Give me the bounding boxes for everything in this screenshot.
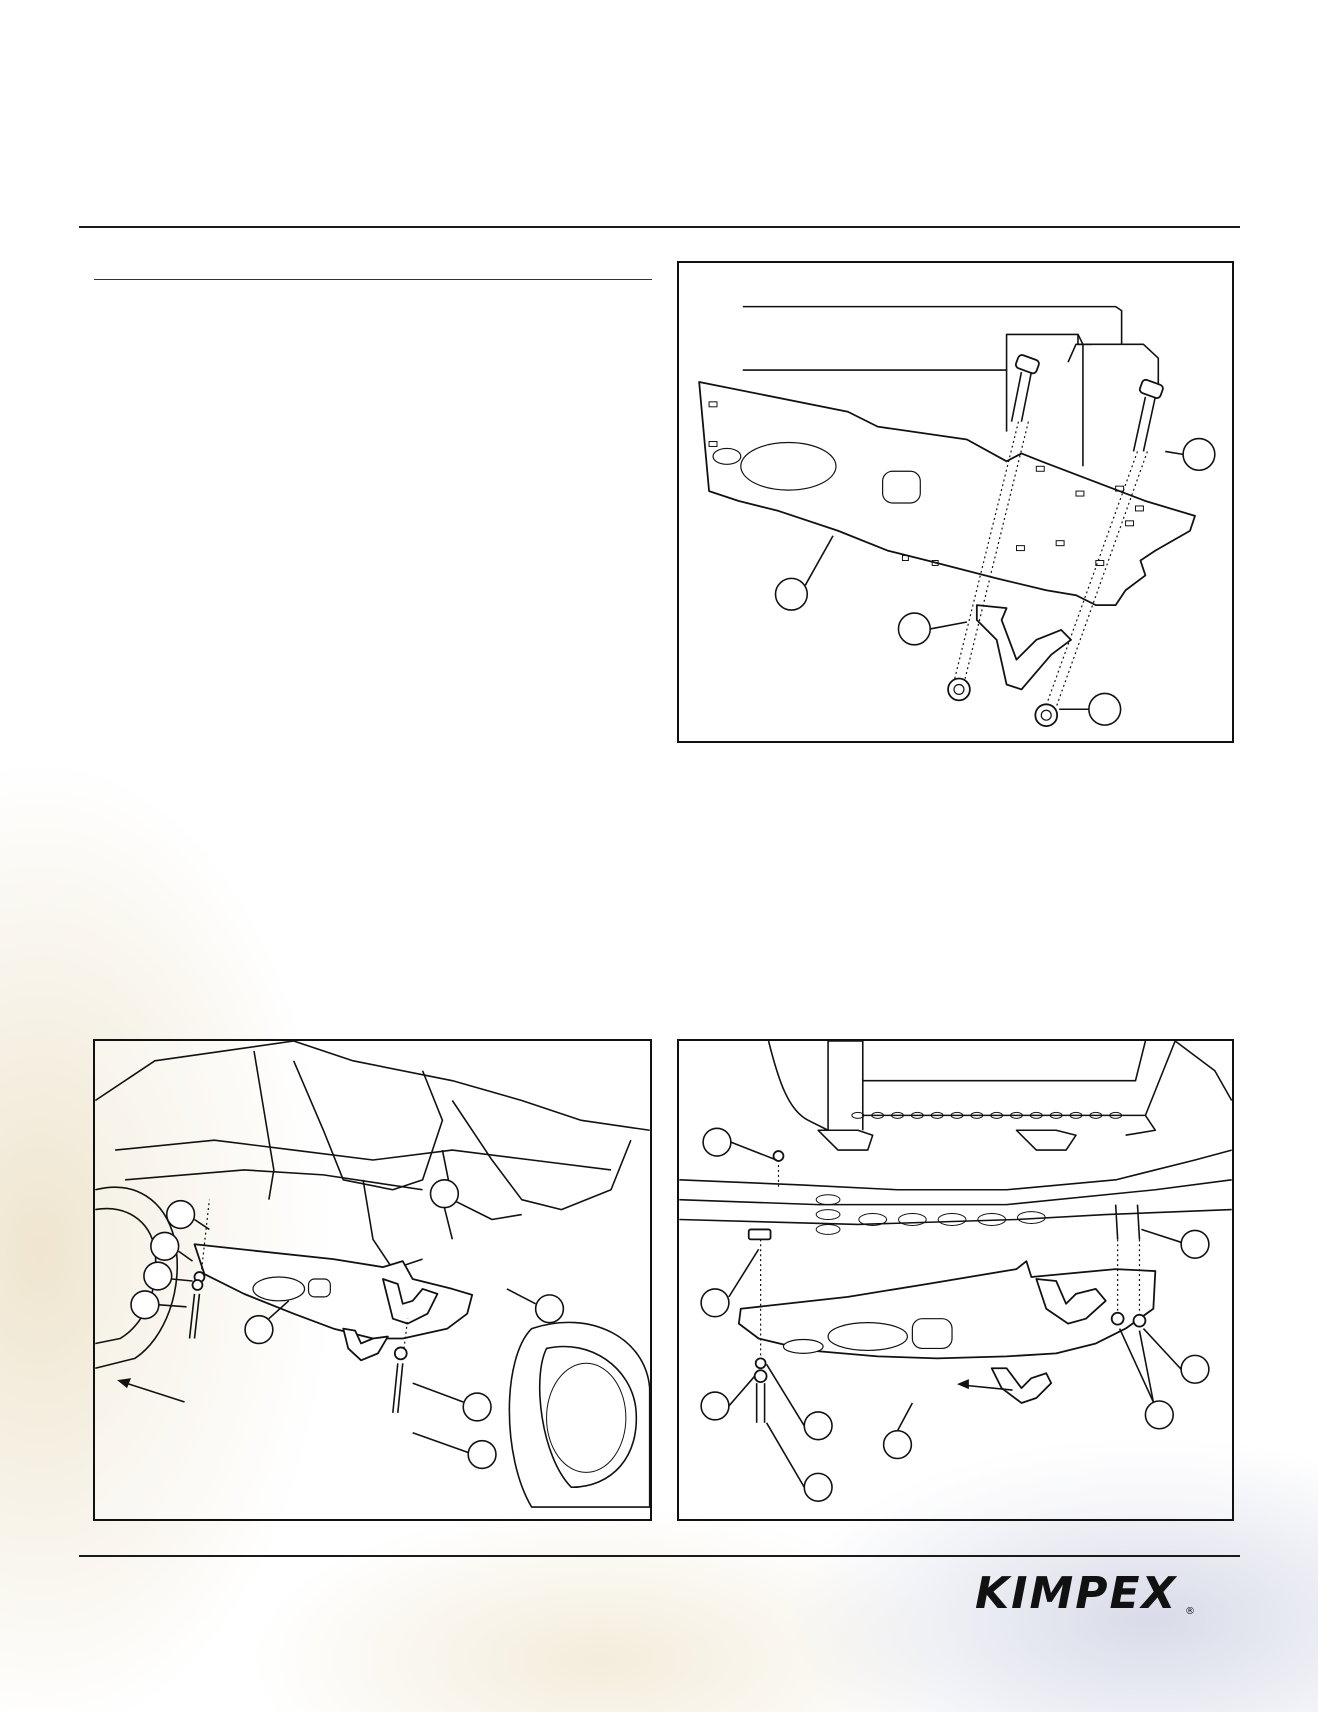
installation-left-illustration xyxy=(95,1041,650,1508)
logo-text: KIMPEX xyxy=(975,1568,1178,1618)
figure-bracket-exploded xyxy=(677,261,1234,743)
kimpex-logo: KIMPEX ® xyxy=(975,1568,1195,1618)
bracket-exploded-illustration xyxy=(698,305,1216,728)
registered-mark: ® xyxy=(1185,1606,1195,1617)
installation-right-illustration xyxy=(679,1041,1232,1502)
section-heading-rule xyxy=(94,279,652,280)
header-rule xyxy=(79,226,1240,228)
figure-installation-left xyxy=(93,1039,652,1521)
bolt-icon-1 xyxy=(1010,354,1040,422)
figure-installation-right xyxy=(677,1039,1234,1521)
nut-icon-2 xyxy=(1034,703,1059,728)
bolt-icon-2 xyxy=(1132,378,1164,452)
footer-rule xyxy=(79,1555,1240,1557)
nut-icon-1 xyxy=(947,677,971,702)
